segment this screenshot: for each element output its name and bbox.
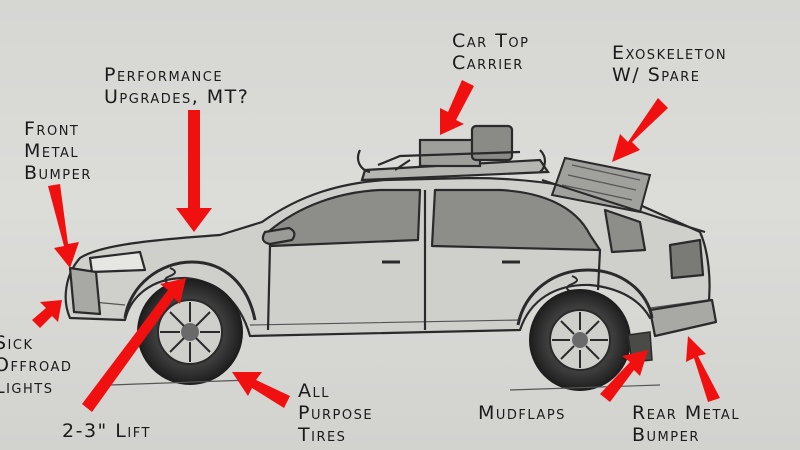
- ground-line: [109, 379, 661, 391]
- arrow-performance: [176, 110, 212, 232]
- label-performance: Performance Upgrades, MT?: [104, 64, 250, 108]
- label-car-top-carrier: Car Top Carrier: [452, 30, 530, 74]
- arrow-front-bumper: [48, 184, 79, 268]
- arrow-mudflaps: [600, 350, 648, 402]
- label-mudflaps: Mudflaps: [478, 402, 566, 424]
- arrow-exoskeleton: [612, 98, 668, 162]
- rear-wheel: [529, 289, 631, 391]
- car-body: [64, 176, 718, 338]
- label-front-bumper: Front Metal Bumper: [24, 118, 92, 184]
- label-exoskeleton: Exoskeleton W/ Spare: [612, 42, 728, 86]
- arrow-tires: [232, 372, 290, 408]
- arrow-rear-bumper: [686, 336, 720, 402]
- spare-tire: [541, 156, 706, 233]
- label-rear-bumper: Rear Metal Bumper: [632, 402, 741, 446]
- roof-rack: [356, 124, 550, 182]
- arrow-lights: [32, 300, 62, 328]
- label-lights: Sick Offroad Lights: [0, 332, 73, 398]
- arrow-lift: [82, 278, 186, 412]
- label-lift: 2-3" Lift: [62, 420, 151, 442]
- label-tires: All Purpose Tires: [298, 380, 374, 446]
- arrow-car-top-carrier: [440, 80, 474, 135]
- annotation-arrows: [32, 80, 720, 412]
- front-wheel: [137, 279, 243, 385]
